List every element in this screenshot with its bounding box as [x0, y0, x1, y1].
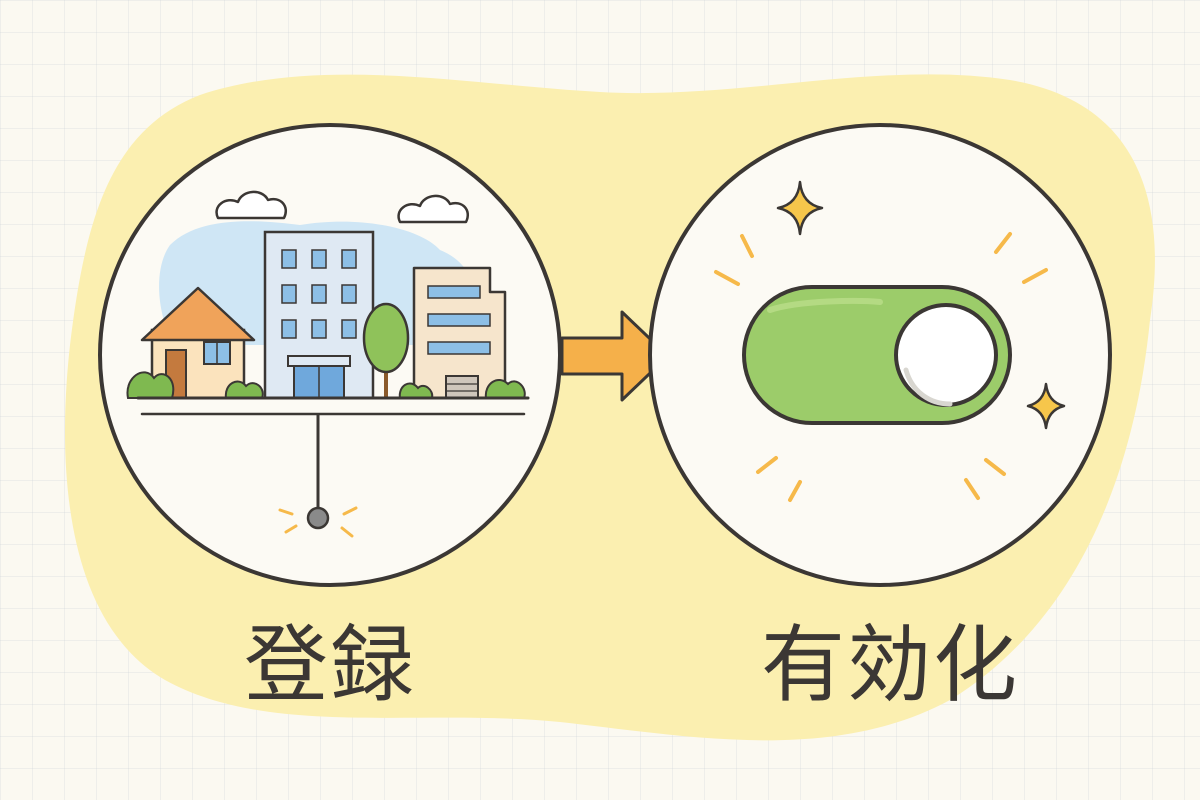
step-label-register: 登録	[243, 616, 416, 714]
step-label-activate: 有効化	[760, 616, 1019, 714]
location-pin-icon	[278, 414, 358, 538]
sparkle-icon	[1026, 382, 1066, 430]
cloud-left-icon	[215, 190, 287, 220]
office-tower-icon	[263, 230, 375, 400]
sparkle-icon	[776, 180, 824, 236]
buildings-icon	[126, 190, 530, 416]
cloud-right-icon	[397, 194, 469, 224]
tree-icon	[362, 302, 410, 398]
step-activate-illustration	[648, 123, 1112, 587]
glow-rays	[714, 232, 1048, 502]
step-register-illustration	[98, 123, 562, 587]
shrubs	[126, 371, 526, 399]
toggle-knob	[894, 303, 998, 407]
toggle-switch-on-icon	[742, 285, 1012, 425]
apartment-building-icon	[412, 266, 507, 400]
arrow-right-icon	[560, 310, 670, 402]
